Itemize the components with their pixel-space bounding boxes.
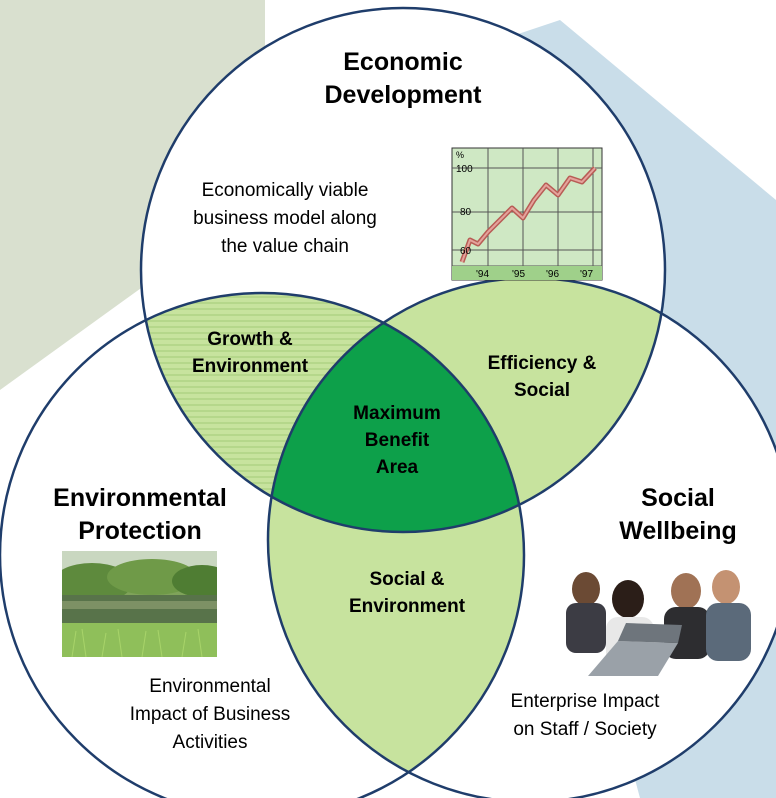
growth-environment-label: Growth & Environment (155, 326, 345, 380)
maximum-benefit-line3: Area (375, 457, 419, 478)
growth-environment-line1: Growth & (207, 329, 293, 350)
environmental-description: Environmental Impact of Business Activit… (100, 673, 320, 757)
mini-chart: % 100 80 60 '94 '95 '96 '97 (451, 147, 603, 281)
social-title-line2: Wellbeing (619, 517, 737, 545)
office-workers-photo (548, 561, 751, 676)
social-environment-label: Social & Environment (322, 566, 492, 620)
environmental-circle-outline (0, 291, 526, 798)
social-environment-line2: Environment (348, 596, 466, 617)
social-environment-line1: Social & (369, 569, 445, 590)
economic-title-line1: Economic (343, 48, 463, 76)
mini-chart-xtick-95: '95 (512, 269, 525, 280)
environmental-title-line2: Protection (78, 517, 202, 545)
social-title: Social Wellbeing (580, 482, 776, 548)
efficiency-social-line2: Social (514, 380, 570, 401)
economic-description-line1: Economically viable (201, 180, 369, 201)
mini-chart-xtick-94: '94 (476, 269, 489, 280)
mini-chart-xtick-97: '97 (580, 269, 593, 280)
economic-title-line2: Development (324, 81, 482, 109)
maximum-benefit-label: Maximum Benefit Area (322, 400, 472, 481)
environmental-description-line1: Environmental (149, 676, 271, 697)
environmental-title: Environmental Protection (20, 482, 260, 548)
mini-chart-unit: % (456, 150, 464, 160)
maximum-benefit-line1: Maximum (353, 403, 441, 424)
economic-circle-outline (139, 6, 667, 534)
efficiency-social-line1: Efficiency & (487, 353, 597, 374)
social-description: Enterprise Impact on Staff / Society (470, 688, 700, 744)
social-title-line1: Social (641, 484, 715, 512)
economic-title: Economic Development (253, 46, 553, 112)
environmental-title-line1: Environmental (53, 484, 227, 512)
maximum-benefit-line2: Benefit (364, 430, 430, 451)
environmental-description-line2: Impact of Business (129, 704, 291, 725)
social-description-line1: Enterprise Impact (510, 691, 660, 712)
social-description-line2: on Staff / Society (513, 719, 657, 740)
mini-chart-ytick-80: 80 (460, 207, 472, 218)
growth-environment-line2: Environment (191, 356, 309, 377)
economic-description: Economically viable business model along… (155, 177, 415, 261)
economic-description-line2: business model along (193, 208, 377, 229)
efficiency-social-label: Efficiency & Social (452, 350, 632, 404)
mini-chart-xtick-96: '96 (546, 269, 559, 280)
background-band-left (0, 0, 265, 390)
mini-chart-ytick-60: 60 (460, 246, 472, 257)
environmental-description-line3: Activities (172, 732, 248, 753)
mini-chart-ytick-100: 100 (456, 164, 473, 175)
pond-photo (62, 551, 217, 657)
economic-description-line3: the value chain (221, 236, 349, 257)
overlap-maximum-benefit (268, 293, 524, 532)
